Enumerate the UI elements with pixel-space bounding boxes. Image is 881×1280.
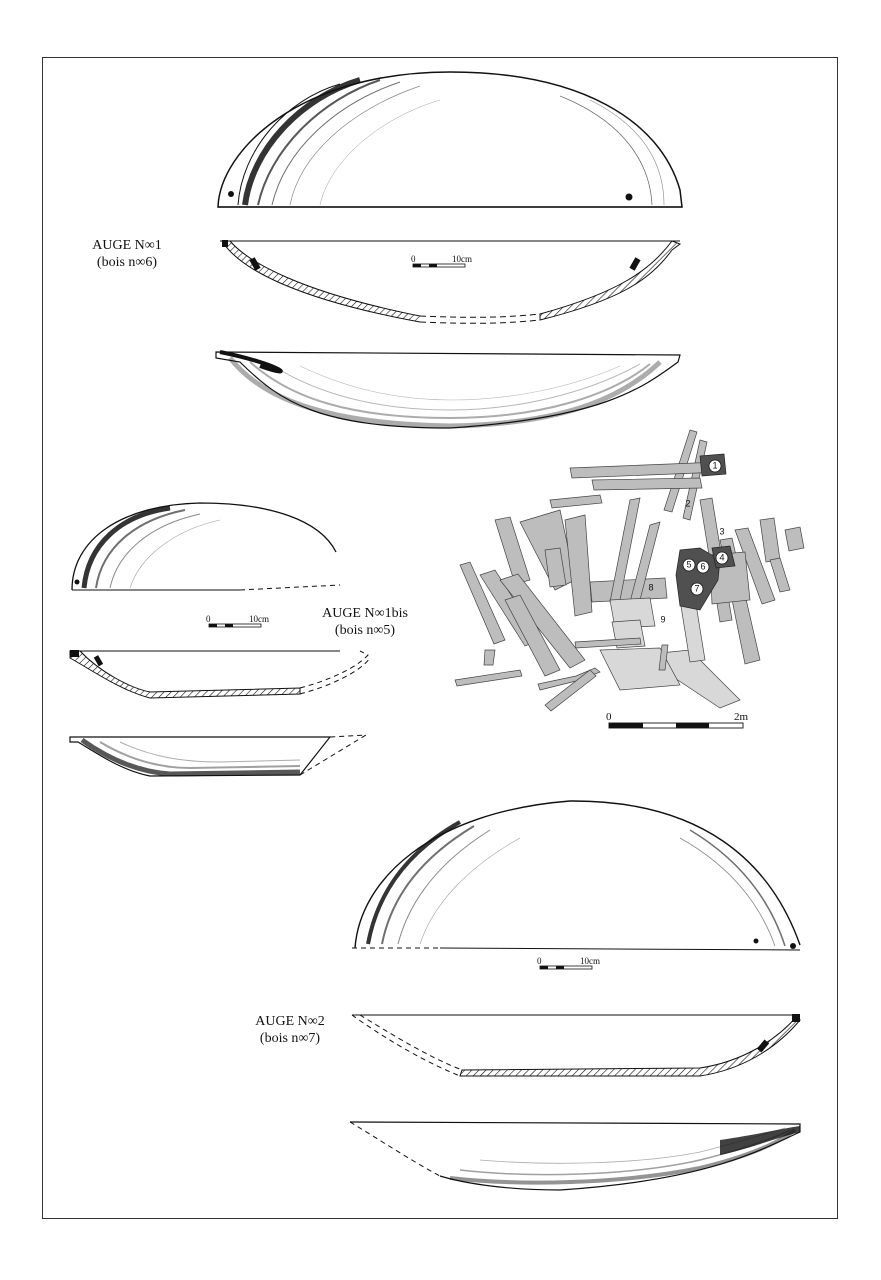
auge1-side-view [215,350,681,429]
auge1bis-side-view [69,734,367,777]
auge1-top-view [217,71,683,208]
auge1bis-scale-end: 10cm [249,614,269,624]
plan-number-3: 3 [719,526,724,536]
plan-scale-end: 2m [734,711,749,723]
auge2-scale-end: 10cm [580,956,600,966]
plan-number-4: 4 [719,552,724,562]
auge2-label: AUGE N∞2 (bois n∞7) [240,1013,340,1047]
auge1bis-title: AUGE N∞1bis [322,606,408,621]
plan-number-7: 7 [694,583,699,593]
page-frame [42,57,838,1219]
auge1-subtitle: (bois n∞6) [96,255,158,270]
auge1bis-label: AUGE N∞1bis (bois n∞5) [305,605,425,639]
auge1bis-scale-zero: 0 [206,614,211,624]
plan-number-5: 5 [686,559,691,569]
auge2-title: AUGE N∞2 [255,1014,325,1029]
auge2-scale-zero: 0 [537,956,542,966]
auge1-scale: 0 10cm [411,254,472,268]
plan-number-6: 6 [700,561,705,571]
auge1bis-subtitle: (bois n∞5) [334,623,396,638]
auge1-scale-zero: 0 [411,254,416,264]
plan-number-1: 1 [712,460,717,470]
plan-number-2: 2 [685,498,690,508]
auge2-scale: 0 10cm [537,956,600,970]
plan-scale: 0 2m [606,711,749,729]
auge2-section [351,1014,801,1077]
plan-scale-zero: 0 [606,711,612,723]
auge1bis-scale: 0 10cm [206,614,269,628]
plan-number-8: 8 [648,582,653,592]
auge2-subtitle: (bois n∞7) [259,1031,321,1046]
auge1-section [220,240,682,324]
auge1-scale-end: 10cm [452,254,472,264]
auge2-top-view [352,800,801,951]
auge1-title: AUGE N∞1 [92,238,162,253]
plan-numbers: 1 2 3 4 5 6 7 8 9 [648,459,729,624]
plan-number-9: 9 [660,614,665,624]
excavation-plan [454,429,805,712]
auge1bis-section [69,650,371,699]
auge1-label: AUGE N∞1 (bois n∞6) [72,237,182,271]
auge1bis-top-view [71,502,341,591]
auge2-side-view [349,1121,801,1191]
